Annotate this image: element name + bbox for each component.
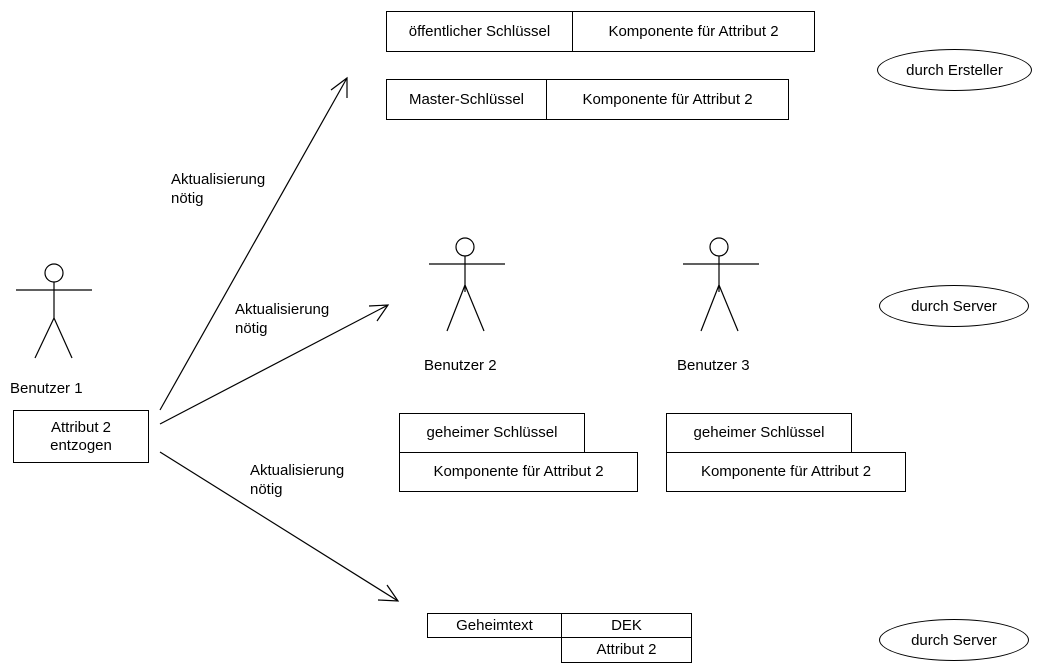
by-creator-ellipse: durch Ersteller [877, 49, 1032, 91]
by-creator-label: durch Ersteller [906, 61, 1003, 79]
user1-figure-icon [16, 263, 92, 359]
arrow-label-keys-line1: Aktualisierung [171, 171, 266, 188]
arrow-label-users: Aktualisierung nötig [235, 300, 329, 338]
by-server-label-1: durch Server [911, 297, 997, 315]
arrow-to-keys [159, 76, 348, 411]
master-key-box: Master-Schlüssel [386, 79, 547, 120]
master-key-component-box: Komponente für Attribut 2 [546, 79, 789, 120]
user1-name: Benutzer 1 [10, 380, 83, 397]
arrow-label-keys: Aktualisierung nötig [171, 170, 265, 208]
user3-component-box: Komponente für Attribut 2 [666, 452, 906, 492]
arrow-label-ciphertext: Aktualisierung nötig [250, 461, 344, 499]
ciphertext-label: Geheimtext [456, 616, 533, 634]
ciphertext-box: Geheimtext [427, 613, 562, 638]
dek-box: DEK [561, 613, 692, 638]
public-key-label: öffentlicher Schlüssel [408, 22, 551, 40]
arrow-to-ciphertext [159, 451, 400, 602]
arrow-label-ciphertext-line2: nötig [250, 481, 283, 498]
arrow-label-users-line2: nötig [235, 320, 268, 337]
master-key-label: Master-Schlüssel [408, 90, 525, 108]
master-key-component-label: Komponente für Attribut 2 [582, 90, 753, 108]
ciphertext-attribute-label: Attribut 2 [596, 641, 657, 658]
user2-component-box: Komponente für Attribut 2 [399, 452, 638, 492]
user2-component-label: Komponente für Attribut 2 [433, 463, 604, 480]
ciphertext-attribute-box: Attribut 2 [561, 637, 692, 663]
user3-name: Benutzer 3 [677, 357, 750, 374]
public-key-component-label: Komponente für Attribut 2 [608, 22, 779, 40]
user2-secret-key-label: geheimer Schlüssel [426, 424, 558, 441]
revoked-attribute-line1: Attribut 2 [50, 418, 112, 436]
user2-name: Benutzer 2 [424, 357, 497, 374]
by-server-ellipse-2: durch Server [879, 619, 1029, 661]
dek-label: DEK [611, 616, 642, 634]
arrow-label-keys-line2: nötig [171, 190, 204, 207]
user3-secret-key-label: geheimer Schlüssel [693, 424, 825, 441]
public-key-component-box: Komponente für Attribut 2 [572, 11, 815, 52]
public-key-box: öffentlicher Schlüssel [386, 11, 573, 52]
user3-figure-icon [683, 237, 759, 332]
arrow-label-users-line1: Aktualisierung [235, 301, 330, 318]
revoked-attribute-box: Attribut 2 entzogen [13, 410, 149, 463]
by-server-label-2: durch Server [911, 631, 997, 649]
arrow-to-users [159, 304, 390, 425]
user2-secret-key-box: geheimer Schlüssel [399, 413, 585, 453]
user3-component-label: Komponente für Attribut 2 [700, 463, 872, 480]
user2-figure-icon [429, 237, 505, 332]
by-server-ellipse-1: durch Server [879, 285, 1029, 327]
arrow-label-ciphertext-line1: Aktualisierung [250, 462, 345, 479]
revoked-attribute-line2: entzogen [50, 436, 112, 454]
user3-secret-key-box: geheimer Schlüssel [666, 413, 852, 453]
